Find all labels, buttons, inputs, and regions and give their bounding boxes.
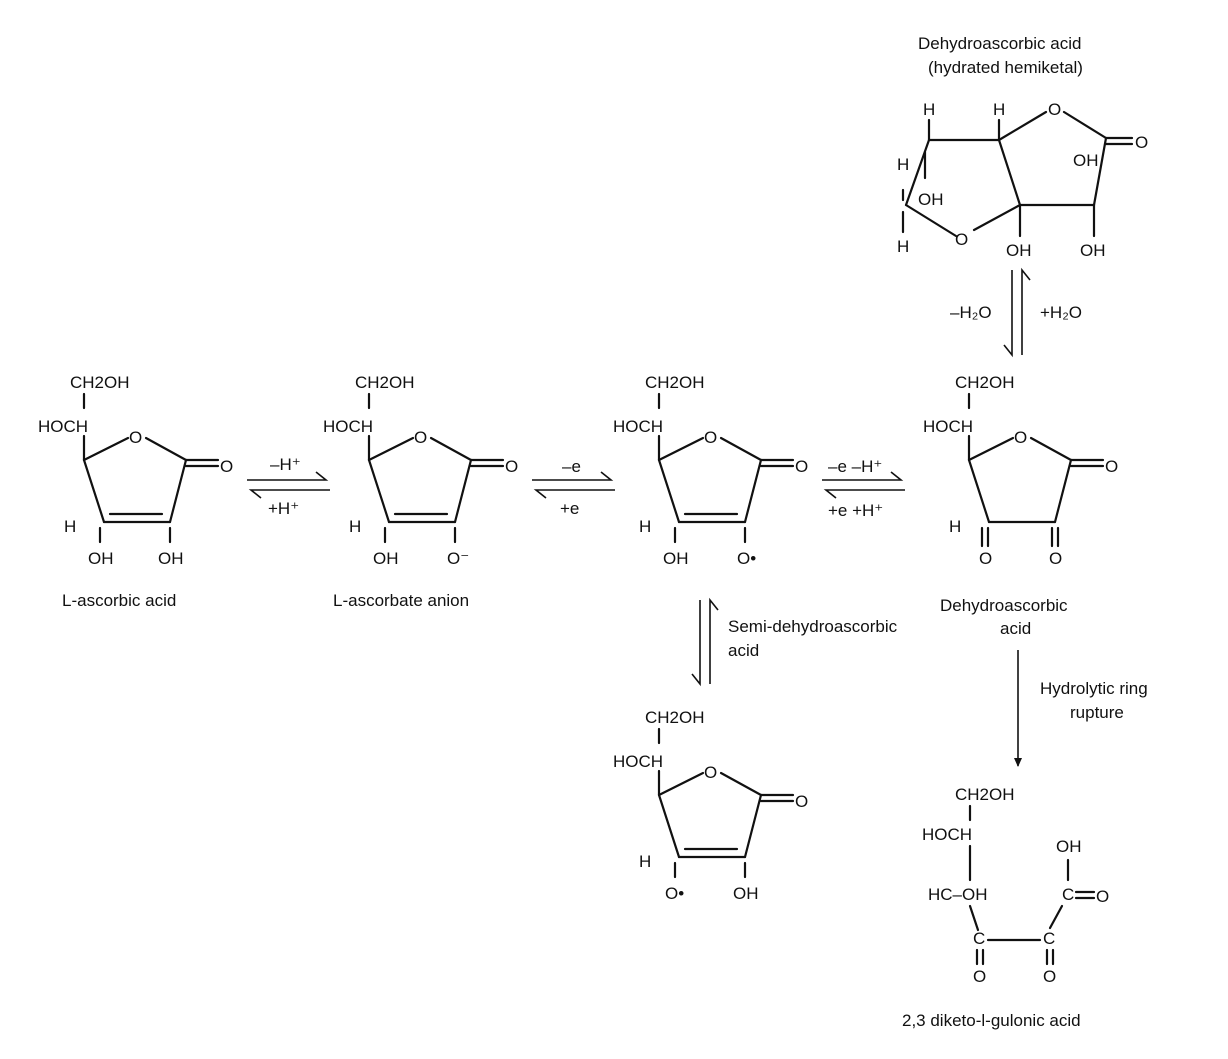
atom-label: O	[1105, 457, 1118, 476]
compound-name-l-ascorbic-acid: L-ascorbic acid	[62, 591, 176, 610]
compound-name-semi-dehydroascorbic-line2: acid	[728, 641, 759, 660]
atom-label: O	[955, 230, 968, 249]
atom-label: H	[349, 517, 361, 536]
compound-name-l-ascorbate-anion: L-ascorbate anion	[333, 591, 469, 610]
equilibrium-second-oxidation: –e –H⁺ +e +H⁺	[822, 457, 905, 520]
atom-label: HOCH	[38, 417, 88, 436]
reaction-condition-dehydration: –H₂O	[950, 303, 992, 322]
atom-label: CH2OH	[70, 373, 130, 392]
atom-label: HOCH	[613, 752, 663, 771]
reaction-condition-hydration: +H₂O	[1040, 303, 1082, 322]
atom-label: O	[1135, 133, 1148, 152]
atom-label: OH	[733, 884, 759, 903]
reaction-condition-hydrolysis-line1: Hydrolytic ring	[1040, 679, 1148, 698]
atom-label: HOCH	[923, 417, 973, 436]
reaction-condition-reverse: +e	[560, 499, 579, 518]
atom-label: CH2OH	[355, 373, 415, 392]
atom-label: OH	[918, 190, 944, 209]
atom-label: O	[795, 792, 808, 811]
atom-label: O	[795, 457, 808, 476]
structure-l-ascorbate-anion: CH2OH HOCH O O H OH O⁻	[323, 373, 518, 568]
compound-name-semi-dehydroascorbic-line1: Semi-dehydroascorbic	[728, 617, 898, 636]
atom-label: OH	[373, 549, 399, 568]
atom-label: C	[973, 929, 985, 948]
atom-label: CH2OH	[955, 785, 1015, 804]
atom-label: HC–OH	[928, 885, 988, 904]
atom-label: O	[1048, 100, 1061, 119]
atom-label: O	[1049, 549, 1062, 568]
atom-label: H	[897, 155, 909, 174]
reaction-condition-forward: –H⁺	[270, 455, 301, 474]
atom-label: O	[1014, 428, 1027, 447]
atom-label: HOCH	[613, 417, 663, 436]
atom-label: OH	[1073, 151, 1099, 170]
atom-label: OH	[663, 549, 689, 568]
atom-label: OH	[1080, 241, 1106, 260]
compound-name-hemiketal-line2: (hydrated hemiketal)	[928, 58, 1083, 77]
atom-label: O	[1043, 967, 1056, 986]
atom-label: H	[64, 517, 76, 536]
atom-label: HOCH	[323, 417, 373, 436]
irreversible-hydrolysis: Hydrolytic ring rupture	[1014, 650, 1148, 767]
atom-label: O•	[737, 549, 756, 568]
atom-label: OH	[1056, 837, 1082, 856]
structure-diketogulonic-acid: CH2OH HOCH HC–OH C C O O C O OH	[922, 785, 1109, 986]
atom-label: O	[1096, 887, 1109, 906]
reaction-condition-reverse: +H⁺	[268, 499, 299, 518]
reaction-condition-forward: –e	[562, 457, 581, 476]
reaction-condition-hydrolysis-line2: rupture	[1070, 703, 1124, 722]
atom-label: O	[704, 763, 717, 782]
equilibrium-one-electron-oxidation: –e +e	[532, 457, 615, 518]
atom-label: O	[704, 428, 717, 447]
atom-label: O⁻	[447, 549, 469, 568]
equilibrium-deprotonation: –H⁺ +H⁺	[247, 455, 330, 518]
atom-label: H	[949, 517, 961, 536]
structure-semi-dehydroascorbic-radical: CH2OH HOCH O O H OH O•	[613, 373, 808, 568]
structure-dehydroascorbic-acid: CH2OH HOCH O O H O O	[923, 373, 1118, 568]
atom-label: CH2OH	[645, 708, 705, 727]
equilibrium-hydration: –H₂O +H₂O	[950, 267, 1082, 358]
structure-dehydroascorbic-hemiketal: H H O O OH OH OH O H H OH	[897, 100, 1148, 260]
atom-label: H	[639, 517, 651, 536]
atom-label: O	[220, 457, 233, 476]
atom-label: H	[897, 237, 909, 256]
atom-label: O	[129, 428, 142, 447]
atom-label: H	[993, 100, 1005, 119]
reaction-condition-reverse: +e +H⁺	[828, 501, 883, 520]
atom-label: H	[639, 852, 651, 871]
atom-label: H	[923, 100, 935, 119]
structure-semi-dehydroascorbic-resonance: CH2OH HOCH O O H O• OH	[613, 708, 808, 903]
reaction-condition-forward: –e –H⁺	[828, 457, 882, 476]
compound-name-dehydroascorbic-line1: Dehydroascorbic	[940, 596, 1068, 615]
atom-label: O	[414, 428, 427, 447]
structure-l-ascorbic-acid: CH2OH HOCH O O H OH OH	[38, 373, 233, 568]
compound-name-dehydroascorbic-line2: acid	[1000, 619, 1031, 638]
atom-label: O	[973, 967, 986, 986]
atom-label: C	[1062, 885, 1074, 904]
equilibrium-radical-resonance: Semi-dehydroascorbic acid	[691, 597, 898, 687]
atom-label: O	[505, 457, 518, 476]
atom-label: OH	[158, 549, 184, 568]
atom-label: OH	[1006, 241, 1032, 260]
atom-label: CH2OH	[955, 373, 1015, 392]
atom-label: CH2OH	[645, 373, 705, 392]
atom-label: O•	[665, 884, 684, 903]
atom-label: HOCH	[922, 825, 972, 844]
compound-name-hemiketal-line1: Dehydroascorbic acid	[918, 34, 1081, 53]
atom-label: OH	[88, 549, 114, 568]
atom-label: C	[1043, 929, 1055, 948]
atom-label: O	[979, 549, 992, 568]
compound-name-diketogulonic-acid: 2,3 diketo-l-gulonic acid	[902, 1011, 1081, 1030]
